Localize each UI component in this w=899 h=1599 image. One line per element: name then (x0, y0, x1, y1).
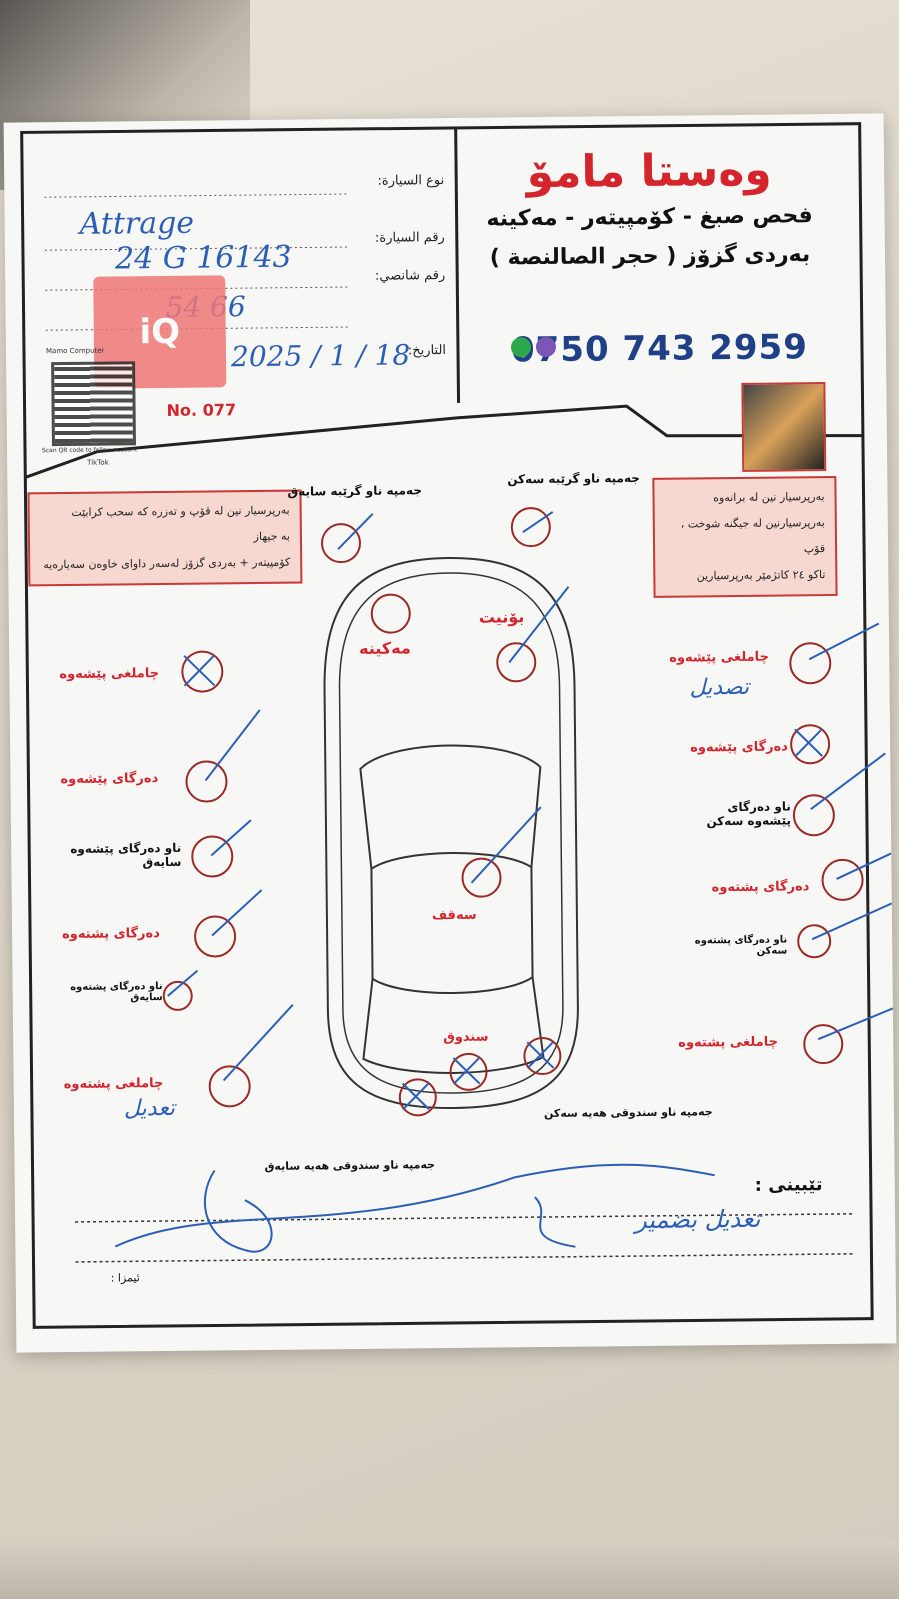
signature-label: ئیمزا : (110, 1271, 140, 1285)
remarks-value: تعدیل بضمیر (634, 1204, 761, 1235)
pen-marks (114, 511, 894, 1253)
remarks-label: تێبینی : (754, 1174, 823, 1196)
sheet-frame (20, 122, 874, 1329)
inspection-sheet: وەستا مامۆ فحص صبغ - كۆمپیتەر - مەکینە ب… (3, 113, 897, 1353)
car-seat-bottom (0, 1540, 899, 1599)
